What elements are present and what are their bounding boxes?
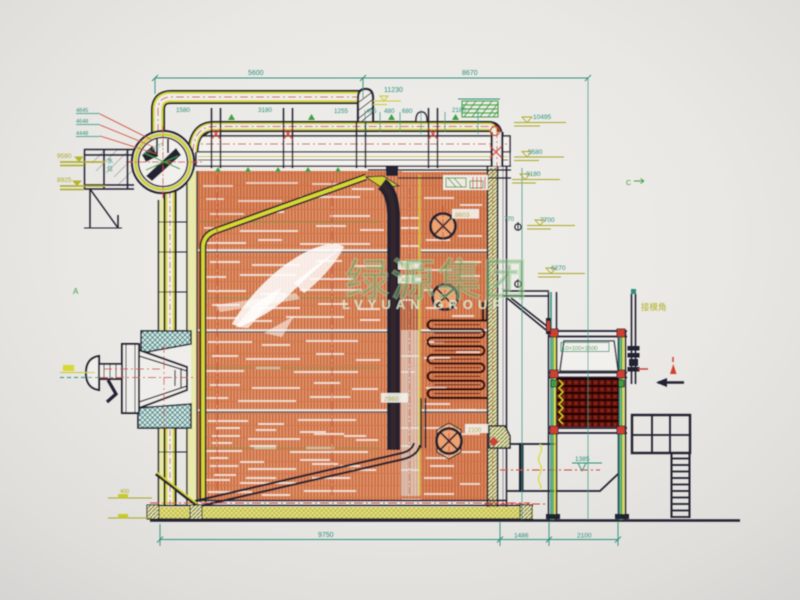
svg-text:4010: 4010: [401, 278, 415, 284]
svg-text:5580: 5580: [528, 149, 543, 156]
svg-text:680: 680: [402, 108, 413, 115]
svg-text:4845: 4845: [76, 108, 88, 114]
svg-text:8670: 8670: [462, 70, 478, 77]
svg-text:1580: 1580: [176, 107, 191, 114]
svg-text:LVYUAN GROUP: LVYUAN GROUP: [342, 297, 506, 312]
svg-text:8925: 8925: [57, 177, 72, 184]
svg-text:7700: 7700: [540, 217, 555, 224]
svg-text:1385: 1385: [575, 456, 590, 463]
svg-text:5600: 5600: [248, 70, 264, 77]
svg-text:A: A: [73, 287, 79, 296]
svg-text:6270: 6270: [551, 265, 566, 272]
svg-text:2960: 2960: [384, 396, 399, 403]
svg-text:9180: 9180: [526, 171, 541, 178]
svg-text:绿源集团: 绿源集团: [345, 256, 529, 305]
svg-text:10495: 10495: [533, 114, 551, 121]
svg-text:3180: 3180: [258, 107, 273, 114]
svg-text:6020: 6020: [401, 264, 415, 270]
svg-text:445: 445: [366, 108, 377, 115]
svg-text:水: 水: [107, 157, 113, 165]
svg-text:2100: 2100: [468, 428, 482, 434]
svg-text:480: 480: [384, 108, 395, 115]
svg-text:400: 400: [120, 489, 129, 495]
svg-text:4648: 4648: [76, 119, 88, 125]
svg-text:9580: 9580: [57, 153, 72, 160]
svg-text:2100: 2100: [577, 533, 592, 540]
svg-text:2180: 2180: [452, 107, 467, 114]
svg-text:接模角: 接模角: [641, 302, 667, 312]
svg-text:11230: 11230: [384, 87, 403, 94]
svg-text:1255: 1255: [334, 108, 349, 115]
svg-text:1486: 1486: [514, 533, 529, 540]
svg-text:770: 770: [504, 217, 515, 223]
svg-text:8603: 8603: [455, 212, 470, 219]
svg-text:4448: 4448: [76, 131, 88, 137]
svg-text:C: C: [626, 180, 631, 187]
svg-text:位: 位: [107, 165, 113, 173]
svg-text:10×100×1500: 10×100×1500: [562, 346, 598, 352]
svg-text:9750: 9750: [318, 532, 334, 539]
